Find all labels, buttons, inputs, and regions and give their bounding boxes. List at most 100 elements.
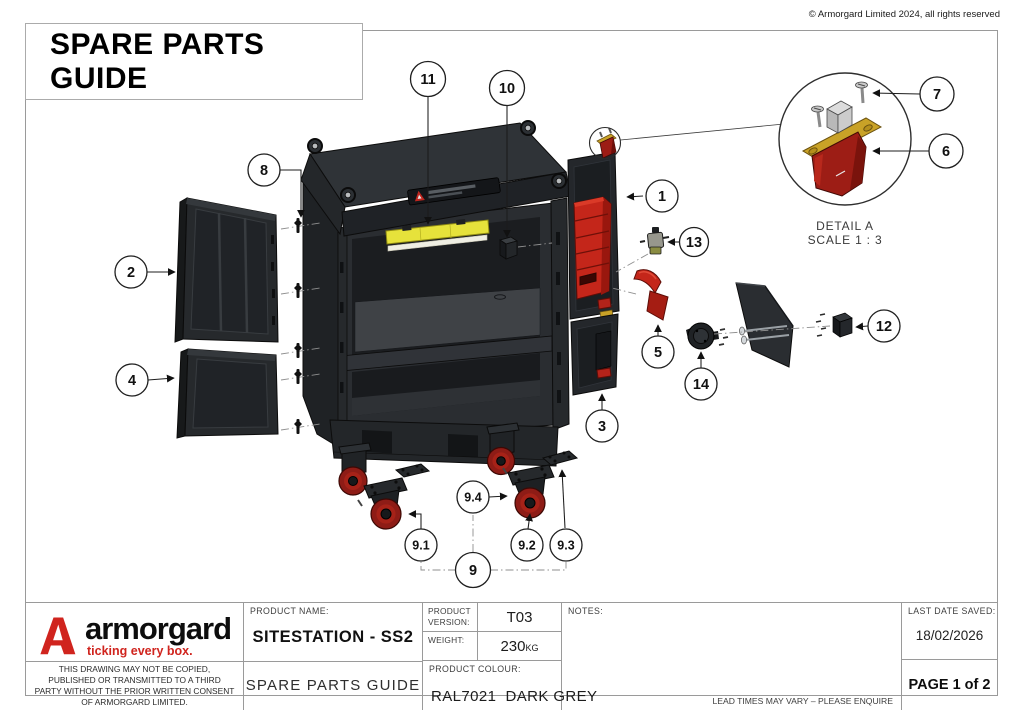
page-number: PAGE 1 of 2	[908, 676, 991, 693]
title-block-logo-cell: armorgard ticking every box. THIS DRAWIN…	[26, 603, 244, 710]
callout-9: 9	[454, 551, 492, 589]
svg-text:2: 2	[127, 265, 135, 281]
detail-reference-line	[620, 123, 785, 141]
detail-lock-keep	[801, 100, 883, 197]
armorgard-badge	[407, 177, 501, 206]
callout-leader-lines	[147, 89, 929, 530]
lock-keep-part	[588, 126, 622, 160]
red-bracket-part	[633, 269, 669, 321]
svg-text:6: 6	[942, 144, 950, 160]
switch-box	[499, 236, 518, 260]
callout-9-2: 9.2	[510, 528, 544, 562]
lock-block-part	[815, 312, 853, 338]
svg-text:9.2: 9.2	[518, 539, 535, 553]
callout-5: 5	[641, 335, 675, 369]
side-panel-lower	[176, 348, 279, 439]
cabinet-body	[302, 174, 570, 467]
assembly-axis-lines	[280, 222, 831, 571]
callout-4: 4	[115, 363, 149, 397]
callout-8: 8	[247, 153, 281, 187]
product-colour-label: PRODUCT COLOUR:	[429, 664, 521, 674]
door-shelf-rack	[573, 196, 612, 300]
weight-label: WEIGHT:	[423, 632, 478, 660]
mounting-wedge-panel	[735, 282, 794, 368]
svg-text:9.3: 9.3	[557, 539, 574, 553]
callout-10: 10	[488, 69, 526, 107]
sheet-title-box: SPARE PARTS GUIDE	[25, 23, 363, 100]
product-version-value: T03	[506, 608, 533, 626]
product-name-value: SITESTATION - SS2	[252, 627, 414, 646]
callout-6: 6	[928, 133, 964, 169]
caster-fixed-right	[486, 422, 520, 476]
svg-text:8: 8	[260, 163, 268, 179]
door-upper	[567, 151, 620, 320]
title-block-notes-cell: NOTES: LEAD TIMES MAY VARY – PLEASE ENQU…	[562, 603, 902, 710]
svg-text:14: 14	[693, 377, 709, 393]
callout-12: 12	[867, 309, 901, 343]
title-block-name-cell: PRODUCT NAME: SITESTATION - SS2 SPARE PA…	[244, 603, 423, 710]
svg-text:11: 11	[420, 72, 435, 88]
door-lower	[570, 313, 619, 396]
last-saved-date: 18/02/2026	[915, 627, 984, 643]
callout-9-3: 9.3	[549, 528, 583, 562]
svg-text:13: 13	[686, 235, 702, 251]
weight-unit: KG	[525, 643, 539, 653]
callout-13: 13	[678, 226, 710, 258]
svg-text:9: 9	[469, 563, 477, 579]
svg-text:10: 10	[499, 81, 515, 97]
svg-text:9.4: 9.4	[464, 491, 481, 505]
callout-14: 14	[684, 367, 718, 401]
lifting-eye	[520, 120, 536, 136]
svg-text:4: 4	[128, 373, 136, 389]
page-title: SPARE PARTS GUIDE	[50, 27, 265, 95]
detail-a-view: DETAIL A SCALE 1 : 3	[778, 72, 912, 247]
weight-value: 230	[500, 637, 526, 655]
callout-1: 1	[645, 179, 679, 213]
svg-text:9.1: 9.1	[412, 539, 429, 553]
callout-3: 3	[585, 409, 619, 443]
caster-loose-left	[357, 477, 408, 530]
detail-screw	[811, 105, 824, 128]
detail-screw	[855, 81, 868, 104]
svg-text:7: 7	[933, 87, 941, 103]
caster-fixed-left	[338, 442, 372, 496]
svg-text:3: 3	[598, 419, 606, 435]
product-colour-value: RAL7021 DARK GREY	[431, 687, 598, 705]
product-version-label: PRODUCT VERSION:	[423, 603, 478, 631]
notes-label: NOTES:	[568, 606, 604, 616]
lock-mechanism-part	[686, 322, 729, 350]
lifting-eye	[551, 173, 567, 189]
title-block: armorgard ticking every box. THIS DRAWIN…	[25, 602, 998, 710]
hinge-pins	[294, 218, 302, 434]
mounting-plate	[541, 450, 579, 466]
lead-time-note: LEAD TIMES MAY VARY – PLEASE ENQUIRE	[712, 695, 893, 706]
svg-text:1: 1	[658, 189, 666, 205]
doc-type-value: SPARE PARTS GUIDE	[245, 677, 421, 695]
product-name-label: PRODUCT NAME:	[250, 606, 329, 616]
copyright-text: © Armorgard Limited 2024, all rights res…	[808, 9, 1000, 20]
callout-2: 2	[114, 255, 148, 289]
brand-tagline: ticking every box.	[87, 643, 193, 658]
light-bar	[385, 219, 490, 252]
brand-wordmark: armorgard	[85, 610, 232, 646]
latch-part	[639, 227, 670, 255]
callout-9-1: 9.1	[404, 528, 438, 562]
callout-11: 11	[409, 60, 447, 98]
lifting-eye	[340, 187, 356, 203]
title-block-meta-cell: LAST DATE SAVED: 18/02/2026 PAGE 1 of 2	[902, 603, 997, 710]
mounting-plate	[394, 463, 431, 478]
detail-title: DETAIL A	[816, 219, 874, 233]
svg-text:12: 12	[876, 319, 892, 335]
last-saved-label: LAST DATE SAVED:	[908, 606, 996, 616]
callout-9-4: 9.4	[456, 480, 490, 514]
detail-scale: SCALE 1 : 3	[808, 233, 883, 247]
svg-text:5: 5	[654, 345, 662, 361]
side-panel-upper	[174, 197, 279, 343]
lifting-eye	[307, 138, 323, 154]
callout-7: 7	[919, 76, 955, 112]
drawing-disclaimer: THIS DRAWING MAY NOT BE COPIED, PUBLISHE…	[34, 664, 235, 707]
caster-loose-right	[502, 464, 555, 519]
